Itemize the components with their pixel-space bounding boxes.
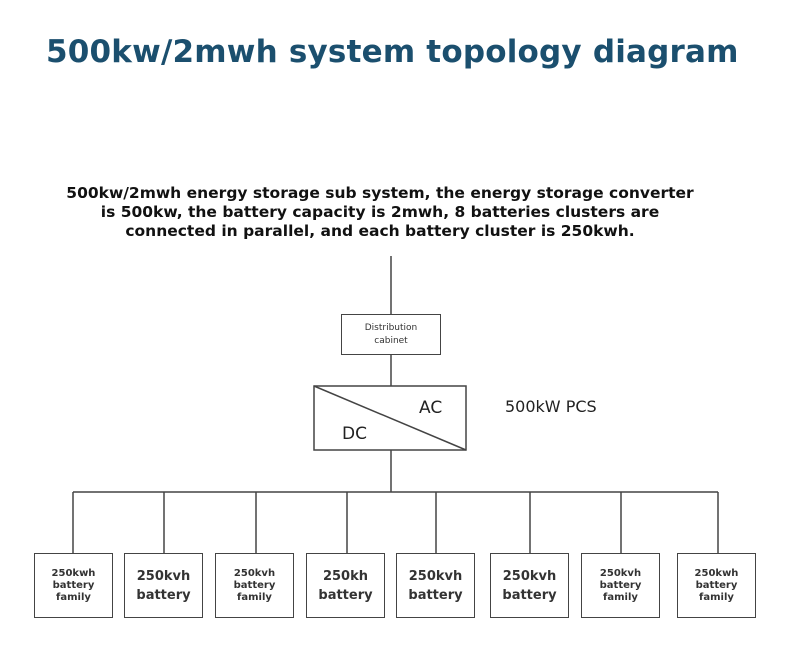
- pcs-ac-label: AC: [419, 398, 443, 418]
- description-line-3: connected in parallel, and each battery …: [125, 222, 635, 240]
- battery-cluster-4: 250kh battery: [306, 553, 385, 618]
- battery-3-line-3: family: [237, 591, 272, 603]
- battery-cluster-3: 250kvh battery family: [215, 553, 294, 618]
- battery-cluster-5: 250kvh battery: [396, 553, 475, 618]
- distribution-cabinet-label-1: Distribution: [364, 322, 418, 333]
- battery-cluster-1: 250kwh battery family: [34, 553, 113, 618]
- distribution-cabinet: Distribution cabinet: [341, 314, 441, 355]
- battery-3-line-2: battery: [233, 579, 276, 591]
- battery-5-line-1: 250kvh: [408, 568, 463, 584]
- pcs-dc-label: DC: [342, 424, 367, 444]
- battery-2-line-1: 250kvh: [136, 568, 191, 584]
- battery-7-line-3: family: [603, 591, 638, 603]
- battery-6-line-2: battery: [502, 587, 557, 603]
- battery-6-line-1: 250kvh: [502, 568, 557, 584]
- battery-3-line-1: 250kvh: [233, 567, 276, 579]
- battery-4-line-1: 250kh: [322, 568, 369, 584]
- battery-1-line-3: family: [56, 591, 91, 603]
- distribution-cabinet-label-2: cabinet: [374, 335, 408, 346]
- battery-5-line-2: battery: [408, 587, 463, 603]
- battery-cluster-6: 250kvh battery: [490, 553, 569, 618]
- battery-8-line-3: family: [699, 591, 734, 603]
- description-line-1: 500kw/2mwh energy storage sub system, th…: [66, 184, 694, 202]
- pcs-label: 500kW PCS: [505, 397, 597, 416]
- battery-cluster-2: 250kvh battery: [124, 553, 203, 618]
- battery-1-line-1: 250kwh: [51, 567, 96, 579]
- battery-cluster-8: 250kwh battery family: [677, 553, 756, 618]
- page-title: 500kw/2mwh system topology diagram: [46, 34, 739, 70]
- battery-4-line-2: battery: [318, 587, 373, 603]
- system-description: 500kw/2mwh energy storage sub system, th…: [30, 184, 730, 241]
- description-line-2: is 500kw, the battery capacity is 2mwh, …: [100, 203, 660, 221]
- battery-7-line-2: battery: [599, 579, 642, 591]
- battery-cluster-7: 250kvh battery family: [581, 553, 660, 618]
- battery-1-line-2: battery: [52, 579, 95, 591]
- battery-2-line-2: battery: [136, 587, 191, 603]
- battery-7-line-1: 250kvh: [599, 567, 642, 579]
- battery-8-line-1: 250kwh: [694, 567, 739, 579]
- pcs-diagonal: [313, 385, 467, 451]
- battery-8-line-2: battery: [695, 579, 738, 591]
